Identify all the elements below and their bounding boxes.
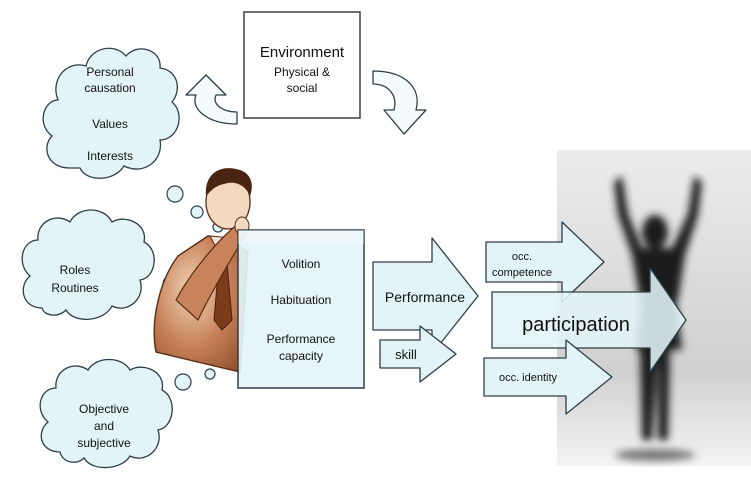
occ-identity-label: occ. identity	[499, 372, 558, 384]
cloud-bottom-line1: Objective	[79, 402, 129, 416]
performance-arrow	[372, 237, 479, 355]
skill-arrow	[379, 325, 457, 383]
performance-capacity-line1: Performance	[267, 332, 336, 346]
cloud-bottom-line3: subjective	[77, 436, 131, 450]
cycle-arrow-left	[185, 74, 238, 125]
thought-cloud-bottom	[39, 358, 173, 469]
performance-label: Performance	[385, 289, 465, 305]
thought-cloud-top	[42, 47, 180, 179]
cloud-middle-line2: Routines	[51, 281, 98, 295]
occ-competence-line1: occ.	[512, 251, 532, 263]
performance-capacity-line2: capacity	[279, 349, 323, 363]
occ-competence-arrow	[485, 221, 605, 303]
skill-label: skill	[395, 347, 417, 362]
cloud-middle-line1: Roles	[60, 263, 91, 277]
environment-title: Environment	[260, 44, 345, 61]
occ-competence-line2: competence	[492, 267, 552, 279]
habituation-label: Habituation	[271, 293, 332, 307]
occ-identity-arrow	[483, 339, 613, 415]
thinking-man-illustration	[153, 168, 252, 373]
environment-box: Environment Physical & social	[243, 11, 361, 119]
environment-line1: Physical &	[274, 65, 330, 79]
cloud-top-line1: Personal	[86, 65, 133, 79]
cycle-arrow-right	[372, 70, 427, 135]
thought-cloud-middle	[21, 209, 155, 321]
volition-label: Volition	[282, 257, 321, 271]
cloud-top-line3: Values	[92, 117, 128, 131]
environment-line2: social	[287, 81, 318, 95]
cloud-top-line4: Interests	[87, 149, 133, 163]
participation-label: participation	[522, 314, 630, 336]
cloud-top-line2: causation	[84, 81, 135, 95]
participation-arrow	[491, 267, 687, 373]
cloud-bottom-line2: and	[94, 419, 114, 433]
person-components-box	[237, 229, 365, 389]
